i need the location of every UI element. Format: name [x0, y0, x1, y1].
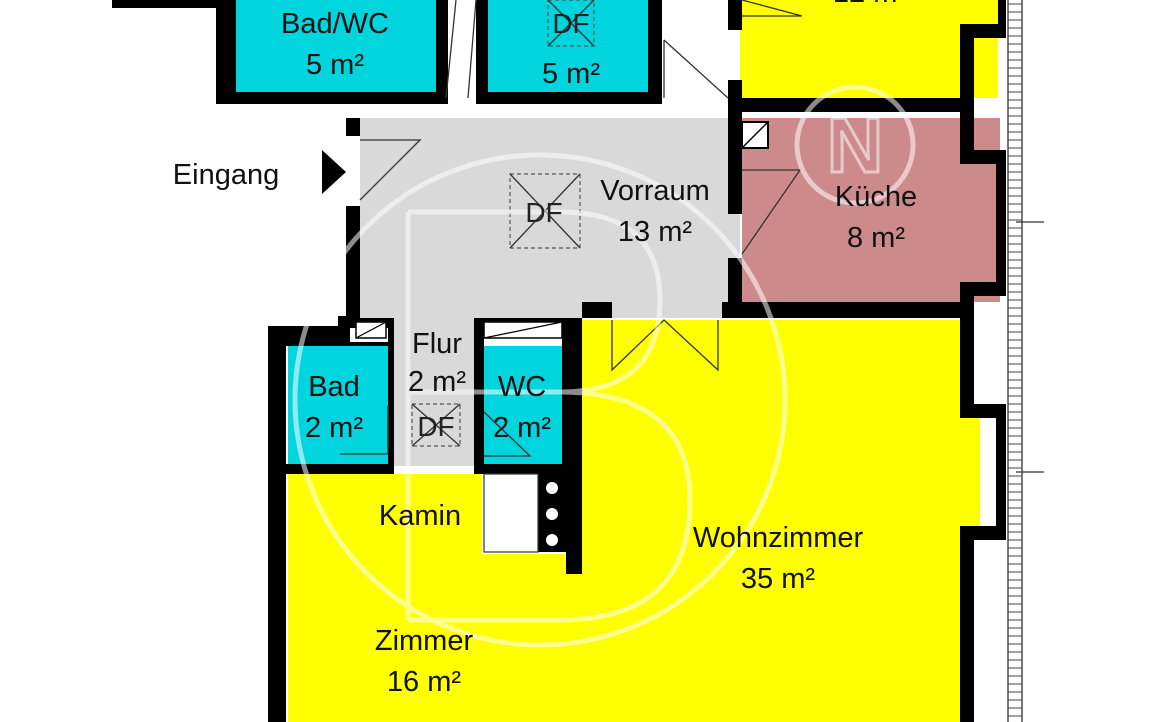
room-vorraum-area: 13 m² — [618, 216, 692, 248]
room-kueche[interactable] — [742, 118, 1000, 302]
chimney — [483, 473, 558, 553]
roof-window-label-vorraum: DF — [525, 197, 562, 228]
balcony-railing — [1007, 0, 1044, 722]
room-bad[interactable] — [288, 346, 388, 464]
labels: Bad/WC 5 m² DF 5 m² 12 m² Eingang Vorrau… — [173, 0, 917, 698]
room-bad-wc-top-area: 5 m² — [306, 49, 364, 81]
room-bad-wc-top-name: Bad/WC — [281, 8, 389, 40]
room-vorraum[interactable] — [350, 118, 740, 320]
watermark-letter: N — [827, 101, 883, 189]
room-top-right[interactable] — [740, 0, 998, 98]
roof-window-label-flur: DF — [417, 411, 454, 442]
entrance-arrow-icon[interactable] — [322, 150, 346, 194]
room-vorraum-name: Vorraum — [600, 175, 710, 207]
room-wohnzimmer-area: 35 m² — [741, 563, 815, 595]
room-zimmer-area: 16 m² — [387, 666, 461, 698]
room-bad-wc-top[interactable] — [236, 0, 436, 98]
fireplace-label: Kamin — [379, 500, 461, 532]
room-top-right-area: 12 m² — [833, 0, 907, 9]
shafts — [355, 121, 769, 339]
roof-window-label-top: DF — [552, 8, 589, 39]
room-flur-name: Flur — [412, 328, 462, 360]
room-zimmer-name: Zimmer — [375, 625, 474, 657]
room-df-top-area: 5 m² — [542, 58, 600, 90]
room-df-top[interactable] — [488, 0, 648, 98]
room-wc[interactable] — [484, 346, 568, 464]
room-bad-name: Bad — [308, 371, 360, 403]
room-wc-area: 2 m² — [493, 412, 551, 444]
room-wc-name: WC — [498, 371, 546, 403]
room-zimmer-area — [288, 474, 482, 722]
room-wohnzimmer-name: Wohnzimmer — [693, 522, 864, 554]
room-kueche-area: 8 m² — [847, 222, 905, 254]
watermark-logo-icon: N — [292, 84, 916, 648]
room-kueche-name: Küche — [835, 181, 917, 213]
room-bad-area: 2 m² — [305, 412, 363, 444]
walls — [112, 0, 1006, 722]
entrance-label: Eingang — [173, 159, 279, 191]
room-flur-area: 2 m² — [408, 366, 466, 398]
